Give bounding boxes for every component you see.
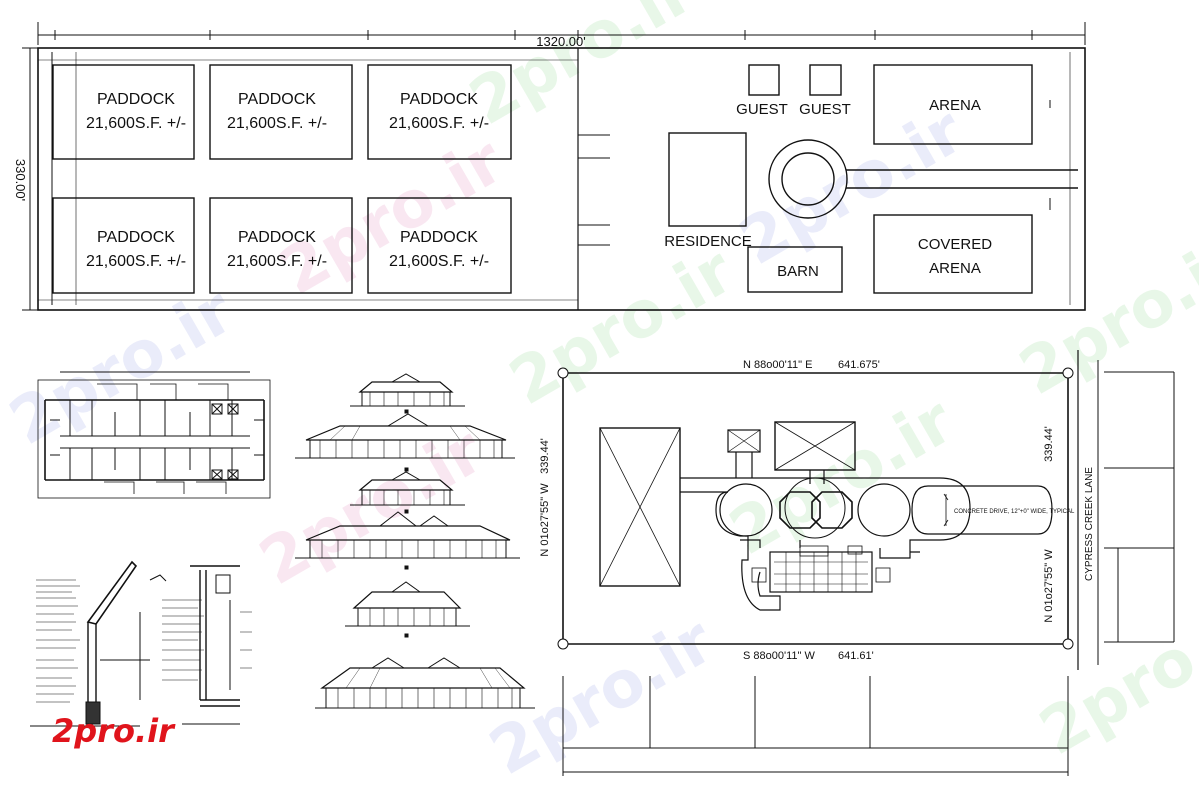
paddock-3-area: 21,600S.F. +/- xyxy=(389,115,489,132)
elevation-5 xyxy=(345,581,470,638)
pasture-area xyxy=(599,427,681,587)
guest-1-label: GUEST xyxy=(736,101,788,118)
arena xyxy=(873,64,1033,145)
length-dimension: 1320.00' xyxy=(536,34,585,49)
survey-plan xyxy=(557,350,1175,776)
road-name: CYPRESS CREEK LANE xyxy=(1084,467,1095,581)
elevation-4 xyxy=(295,511,520,570)
barn xyxy=(747,246,843,293)
roundabout-outer xyxy=(768,139,848,219)
paddock-3 xyxy=(367,64,512,160)
paddock-1-area: 21,600S.F. +/- xyxy=(86,115,186,132)
planting-circle-1 xyxy=(719,483,773,537)
planting-circle-2 xyxy=(857,483,911,537)
west-distance: 339.44' xyxy=(539,438,551,474)
paddock-1-label: PADDOCK xyxy=(97,91,175,108)
elevation-6 xyxy=(315,657,535,709)
elevation-3 xyxy=(350,471,465,514)
paddock-5-area: 21,600S.F. +/- xyxy=(227,253,327,270)
elevation-1 xyxy=(350,373,465,414)
wall-section-detail xyxy=(30,560,252,727)
paddock-4-area: 21,600S.F. +/- xyxy=(86,253,186,270)
paddock-6-area: 21,600S.F. +/- xyxy=(389,253,489,270)
north-bearing: N 88o00'11" E xyxy=(743,359,812,371)
guest-2-label: GUEST xyxy=(799,101,851,118)
paddock-2-label: PADDOCK xyxy=(238,91,316,108)
west-bearing: N 01o27'55" W xyxy=(539,483,551,557)
pond-2 xyxy=(811,491,853,529)
covered-arena xyxy=(873,214,1033,294)
survey-labels: N 88o00'11" E 641.675' S 88o00'11" W 641… xyxy=(539,359,1095,662)
site-plan xyxy=(22,22,1086,311)
north-distance: 641.675' xyxy=(838,359,880,371)
elevation-2 xyxy=(295,413,515,472)
residence-label: RESIDENCE xyxy=(664,233,752,250)
roundabout-inner xyxy=(781,152,835,206)
site-logo[interactable]: 2pro.ir xyxy=(52,712,174,750)
paddock-6-label: PADDOCK xyxy=(400,229,478,246)
pond-1 xyxy=(779,491,821,529)
arena-label: ARENA xyxy=(929,97,981,114)
south-distance: 641.61' xyxy=(838,650,874,662)
paddock-1 xyxy=(52,64,195,160)
paddock-2 xyxy=(209,64,353,160)
paddock-6 xyxy=(367,197,512,294)
proposed-stable xyxy=(769,551,873,593)
guest-house-2 xyxy=(809,64,842,96)
floor-plan xyxy=(37,371,271,499)
covered-arena-label-1: COVERED xyxy=(918,236,992,253)
elevations xyxy=(295,373,535,709)
covered-arena-label-2: ARENA xyxy=(929,260,981,277)
width-dimension: 330.00' xyxy=(13,159,28,201)
concrete-drive-note: CONCRETE DRIVE, 12"+0" WIDE, TYPICAL xyxy=(954,509,1075,515)
paddock-5-label: PADDOCK xyxy=(238,229,316,246)
east-bearing: N 01o27'55" W xyxy=(1043,549,1055,623)
paddock-4-label: PADDOCK xyxy=(97,229,175,246)
barn-label: BARN xyxy=(777,263,819,280)
residence xyxy=(668,132,747,227)
guest-house-1 xyxy=(748,64,780,96)
paddock-4 xyxy=(52,197,195,294)
south-bearing: S 88o00'11" W xyxy=(743,650,815,662)
site-plan-labels: 1320.00' 330.00' PADDOCK 21,600S.F. +/- … xyxy=(13,34,992,280)
east-distance: 339.44' xyxy=(1043,426,1055,462)
paddock-2-area: 21,600S.F. +/- xyxy=(227,115,327,132)
paddock-5 xyxy=(209,197,353,294)
paddock-3-label: PADDOCK xyxy=(400,91,478,108)
